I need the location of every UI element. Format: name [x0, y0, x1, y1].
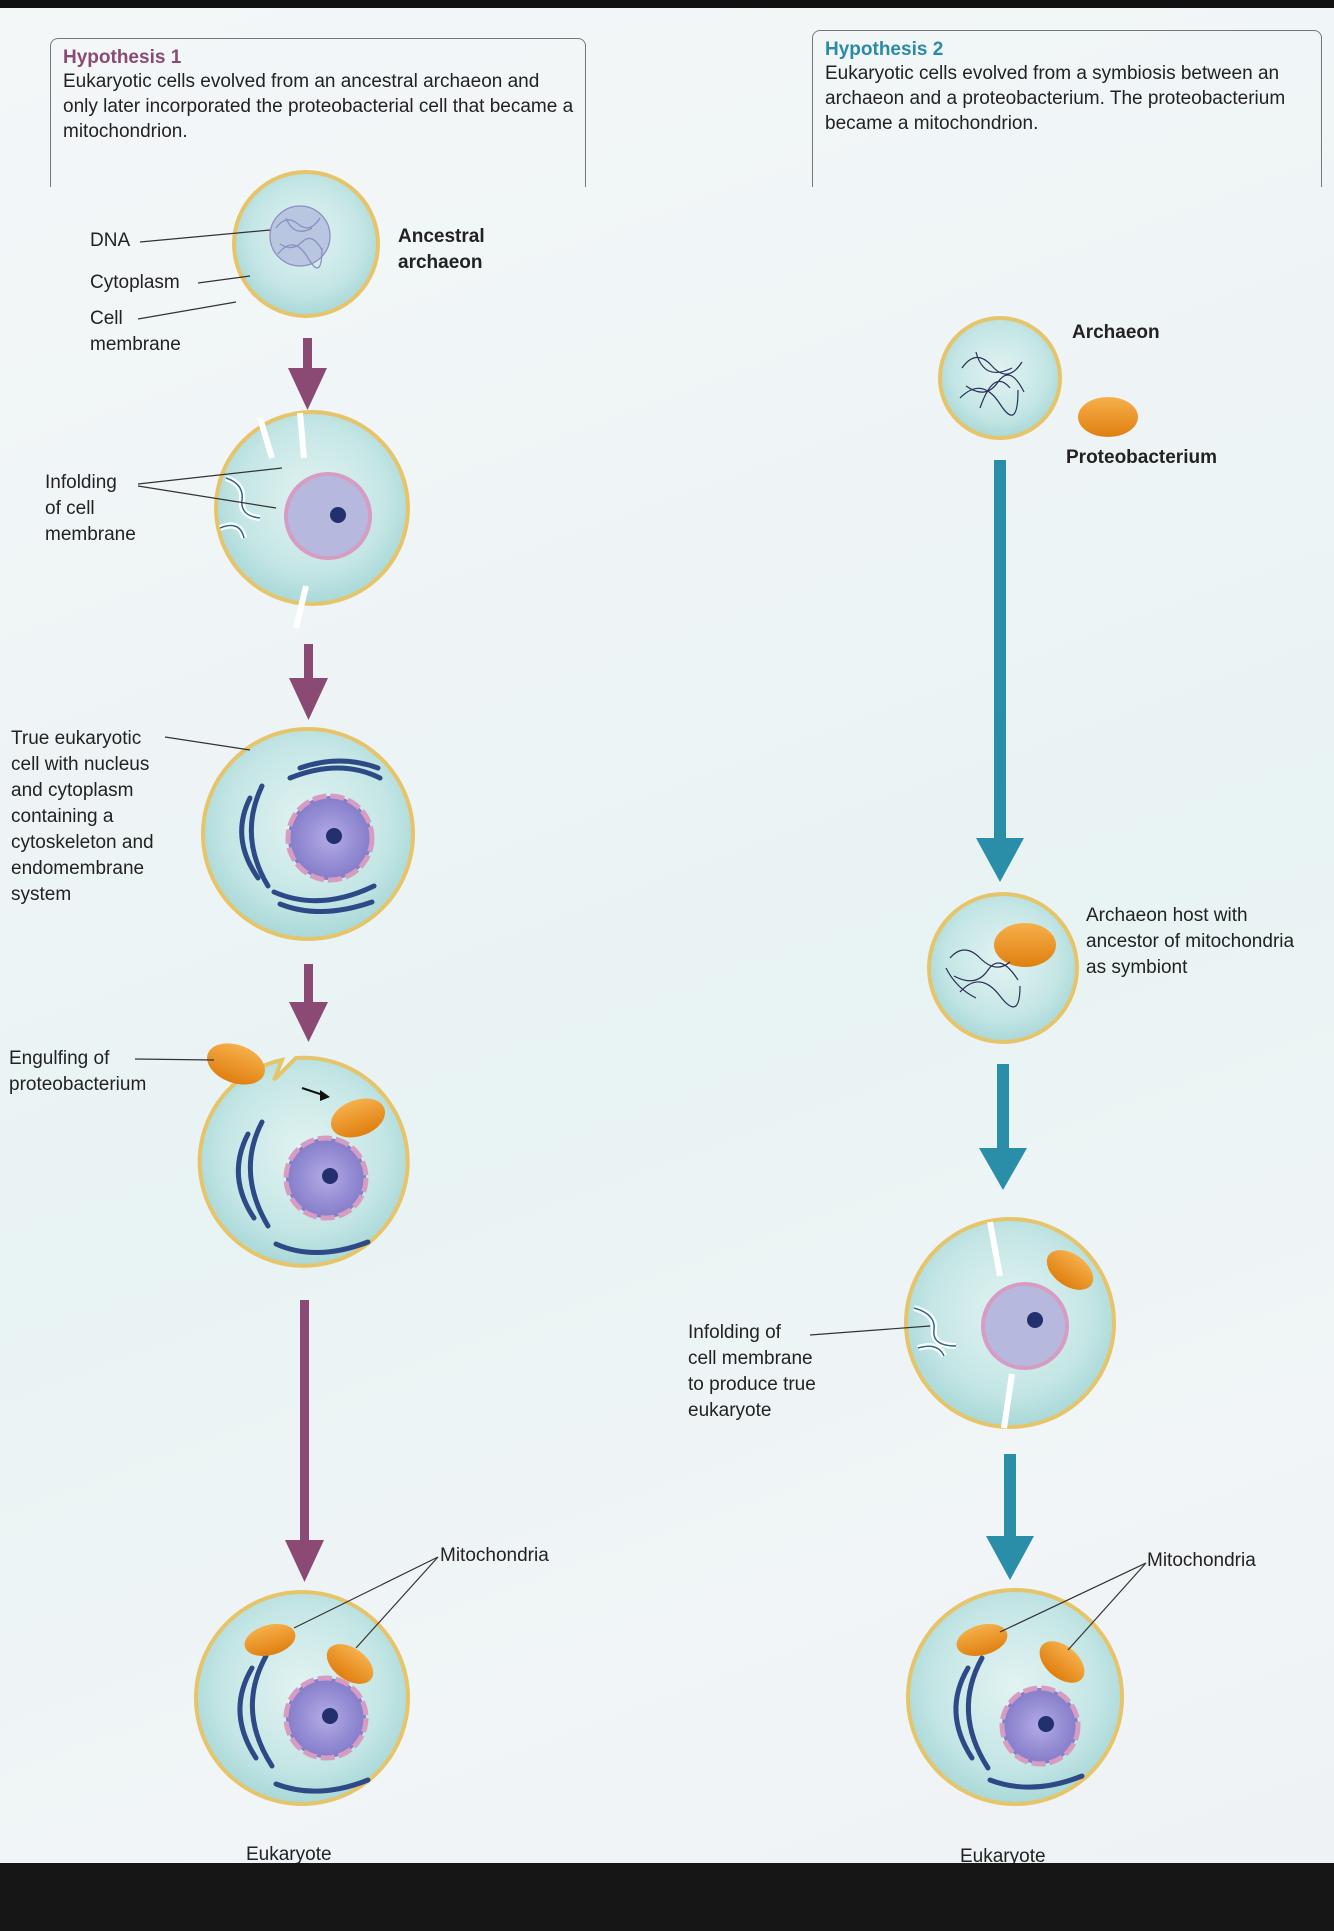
infolding-cell: [214, 410, 410, 629]
label-mitochondria-right: Mitochondria: [1147, 1550, 1256, 1571]
label-infolding-right: Infolding of cell membrane to produce tr…: [688, 1322, 816, 1421]
mito-right-leader-a: [999, 1562, 1147, 1633]
arrow-left-2: [289, 644, 328, 720]
mito-left-leader-b: [355, 1556, 439, 1649]
label-archaeon: Archaeon: [1072, 322, 1160, 343]
hypothesis-2-box: Hypothesis 2 Eukaryotic cells evolved fr…: [812, 30, 1322, 187]
engulfing-leader: [134, 1058, 215, 1061]
archaeon-cell: [938, 316, 1062, 440]
arrow-left-4: [285, 1300, 324, 1582]
label-ancestral-archaeon: Ancestral archaeon: [398, 226, 485, 273]
cytoplasm-leader: [197, 275, 251, 284]
eukaryote-right-cell: [906, 1588, 1124, 1806]
hypothesis-1-box: Hypothesis 1 Eukaryotic cells evolved fr…: [50, 38, 586, 187]
eukaryote-left-cell: [194, 1590, 410, 1806]
hypothesis-1-title: Hypothesis 1: [63, 47, 182, 68]
mito-left-leader-a: [293, 1556, 439, 1629]
bottom-bezel: [0, 1863, 1334, 1931]
label-archaeon-host: Archaeon host with ancestor of mitochond…: [1086, 905, 1295, 978]
archaeon-host-cell: [927, 892, 1079, 1044]
label-mitochondria-left: Mitochondria: [440, 1545, 549, 1566]
arrow-left-3: [289, 964, 328, 1042]
label-eukaryote-left: Eukaryote: [246, 1844, 332, 1863]
label-dna: DNA: [90, 230, 131, 251]
mito-right-leader-b: [1067, 1562, 1147, 1651]
label-true-eukaryotic: True eukaryotic cell with nucleus and cy…: [11, 728, 154, 905]
infolding-leader-b: [137, 485, 277, 509]
label-cell-membrane: Cell membrane: [90, 308, 181, 355]
proteobacterium-shape: [1078, 397, 1138, 437]
hypothesis-2-text: Eukaryotic cells evolved from a symbiosi…: [825, 63, 1286, 134]
arrow-left-1: [288, 338, 327, 410]
dna-leader: [139, 229, 271, 243]
hypothesis-2-title: Hypothesis 2: [825, 39, 944, 60]
hypothesis-1-text: Eukaryotic cells evolved from an ancestr…: [63, 71, 574, 142]
label-eukaryote-right: Eukaryote: [960, 1846, 1046, 1863]
dna-tangle: [269, 205, 331, 269]
true-eukaryotic-leader: [164, 736, 251, 751]
label-infolding: Infolding of cell membrane: [45, 472, 136, 545]
infolding-leader-a: [137, 467, 283, 485]
label-proteobacterium: Proteobacterium: [1066, 447, 1217, 468]
engulfing-cell: [197, 1043, 410, 1268]
arrow-right-3: [986, 1454, 1034, 1580]
membrane-leader: [137, 301, 237, 320]
true-eukaryotic-cell: [201, 727, 415, 941]
label-cytoplasm: Cytoplasm: [90, 272, 180, 293]
page: Hypothesis 1 Eukaryotic cells evolved fr…: [0, 8, 1334, 1863]
infolding-right-leader: [809, 1325, 931, 1336]
ancestral-archaeon-cell: [232, 170, 380, 318]
infolding-right-cell: [904, 1217, 1116, 1429]
proteobacterium-engulfing: [207, 1043, 265, 1085]
arrow-right-1: [976, 460, 1024, 882]
arrow-right-2: [979, 1064, 1027, 1190]
diagram: [134, 170, 1147, 1806]
label-engulfing: Engulfing of proteobacterium: [9, 1048, 147, 1095]
